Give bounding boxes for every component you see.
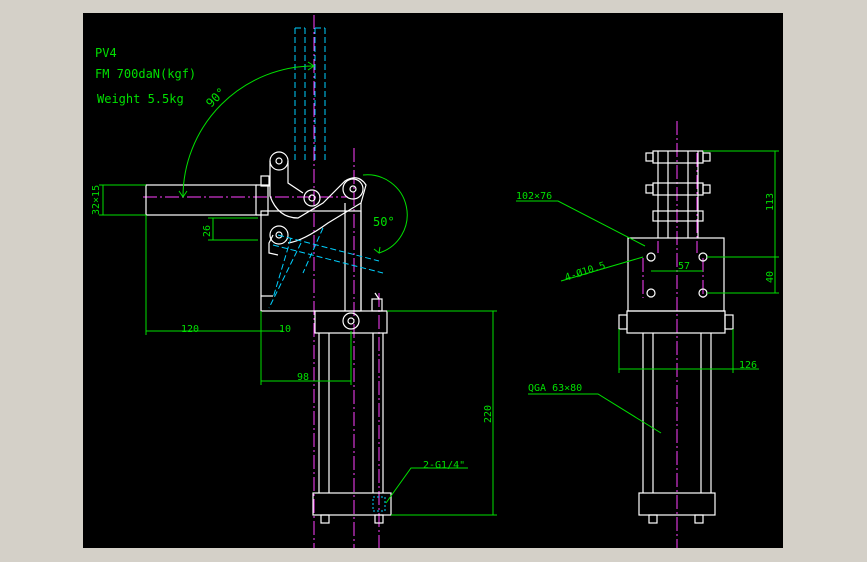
dim-120: 120 [181, 324, 199, 335]
dim-98: 98 [297, 372, 309, 383]
dim-32x15: 32×15 [91, 185, 102, 215]
cad-drawing: PV4 FM 700daN(kgf) Weight 5.5kg [91, 15, 779, 548]
port-label: 2-G1/4" [423, 460, 465, 471]
dim-113: 113 [765, 193, 776, 211]
cylinder-left [312, 292, 392, 524]
dim-220: 220 [483, 405, 494, 423]
dim-126: 126 [739, 360, 757, 371]
dim-26: 26 [202, 225, 213, 237]
dim-57: 57 [678, 261, 690, 272]
clamp-arm [145, 175, 270, 216]
right-head [627, 150, 725, 312]
hole-label: 4-Ø10.5 [563, 259, 607, 283]
model-note: PV4 [95, 46, 117, 60]
left-centerlines [143, 15, 380, 548]
force-note: FM 700daN(kgf) [95, 67, 196, 81]
right-dimensions [516, 150, 779, 434]
plate-label: 102×76 [516, 191, 552, 202]
swing-positions [268, 227, 384, 309]
cylinder-right [618, 310, 734, 524]
drawing-canvas: PV4 FM 700daN(kgf) Weight 5.5kg [83, 13, 783, 548]
weight-note: Weight 5.5kg [97, 92, 184, 106]
dim-10: 10 [279, 324, 291, 335]
angle-50: 50° [373, 215, 395, 229]
left-dimensions [99, 61, 497, 516]
dim-40: 40 [765, 271, 776, 283]
clamp-arm-open [294, 27, 326, 163]
angle-90: 90° [203, 85, 228, 110]
cylinder-label: QGA 63×80 [528, 383, 582, 394]
linkage [260, 151, 367, 312]
